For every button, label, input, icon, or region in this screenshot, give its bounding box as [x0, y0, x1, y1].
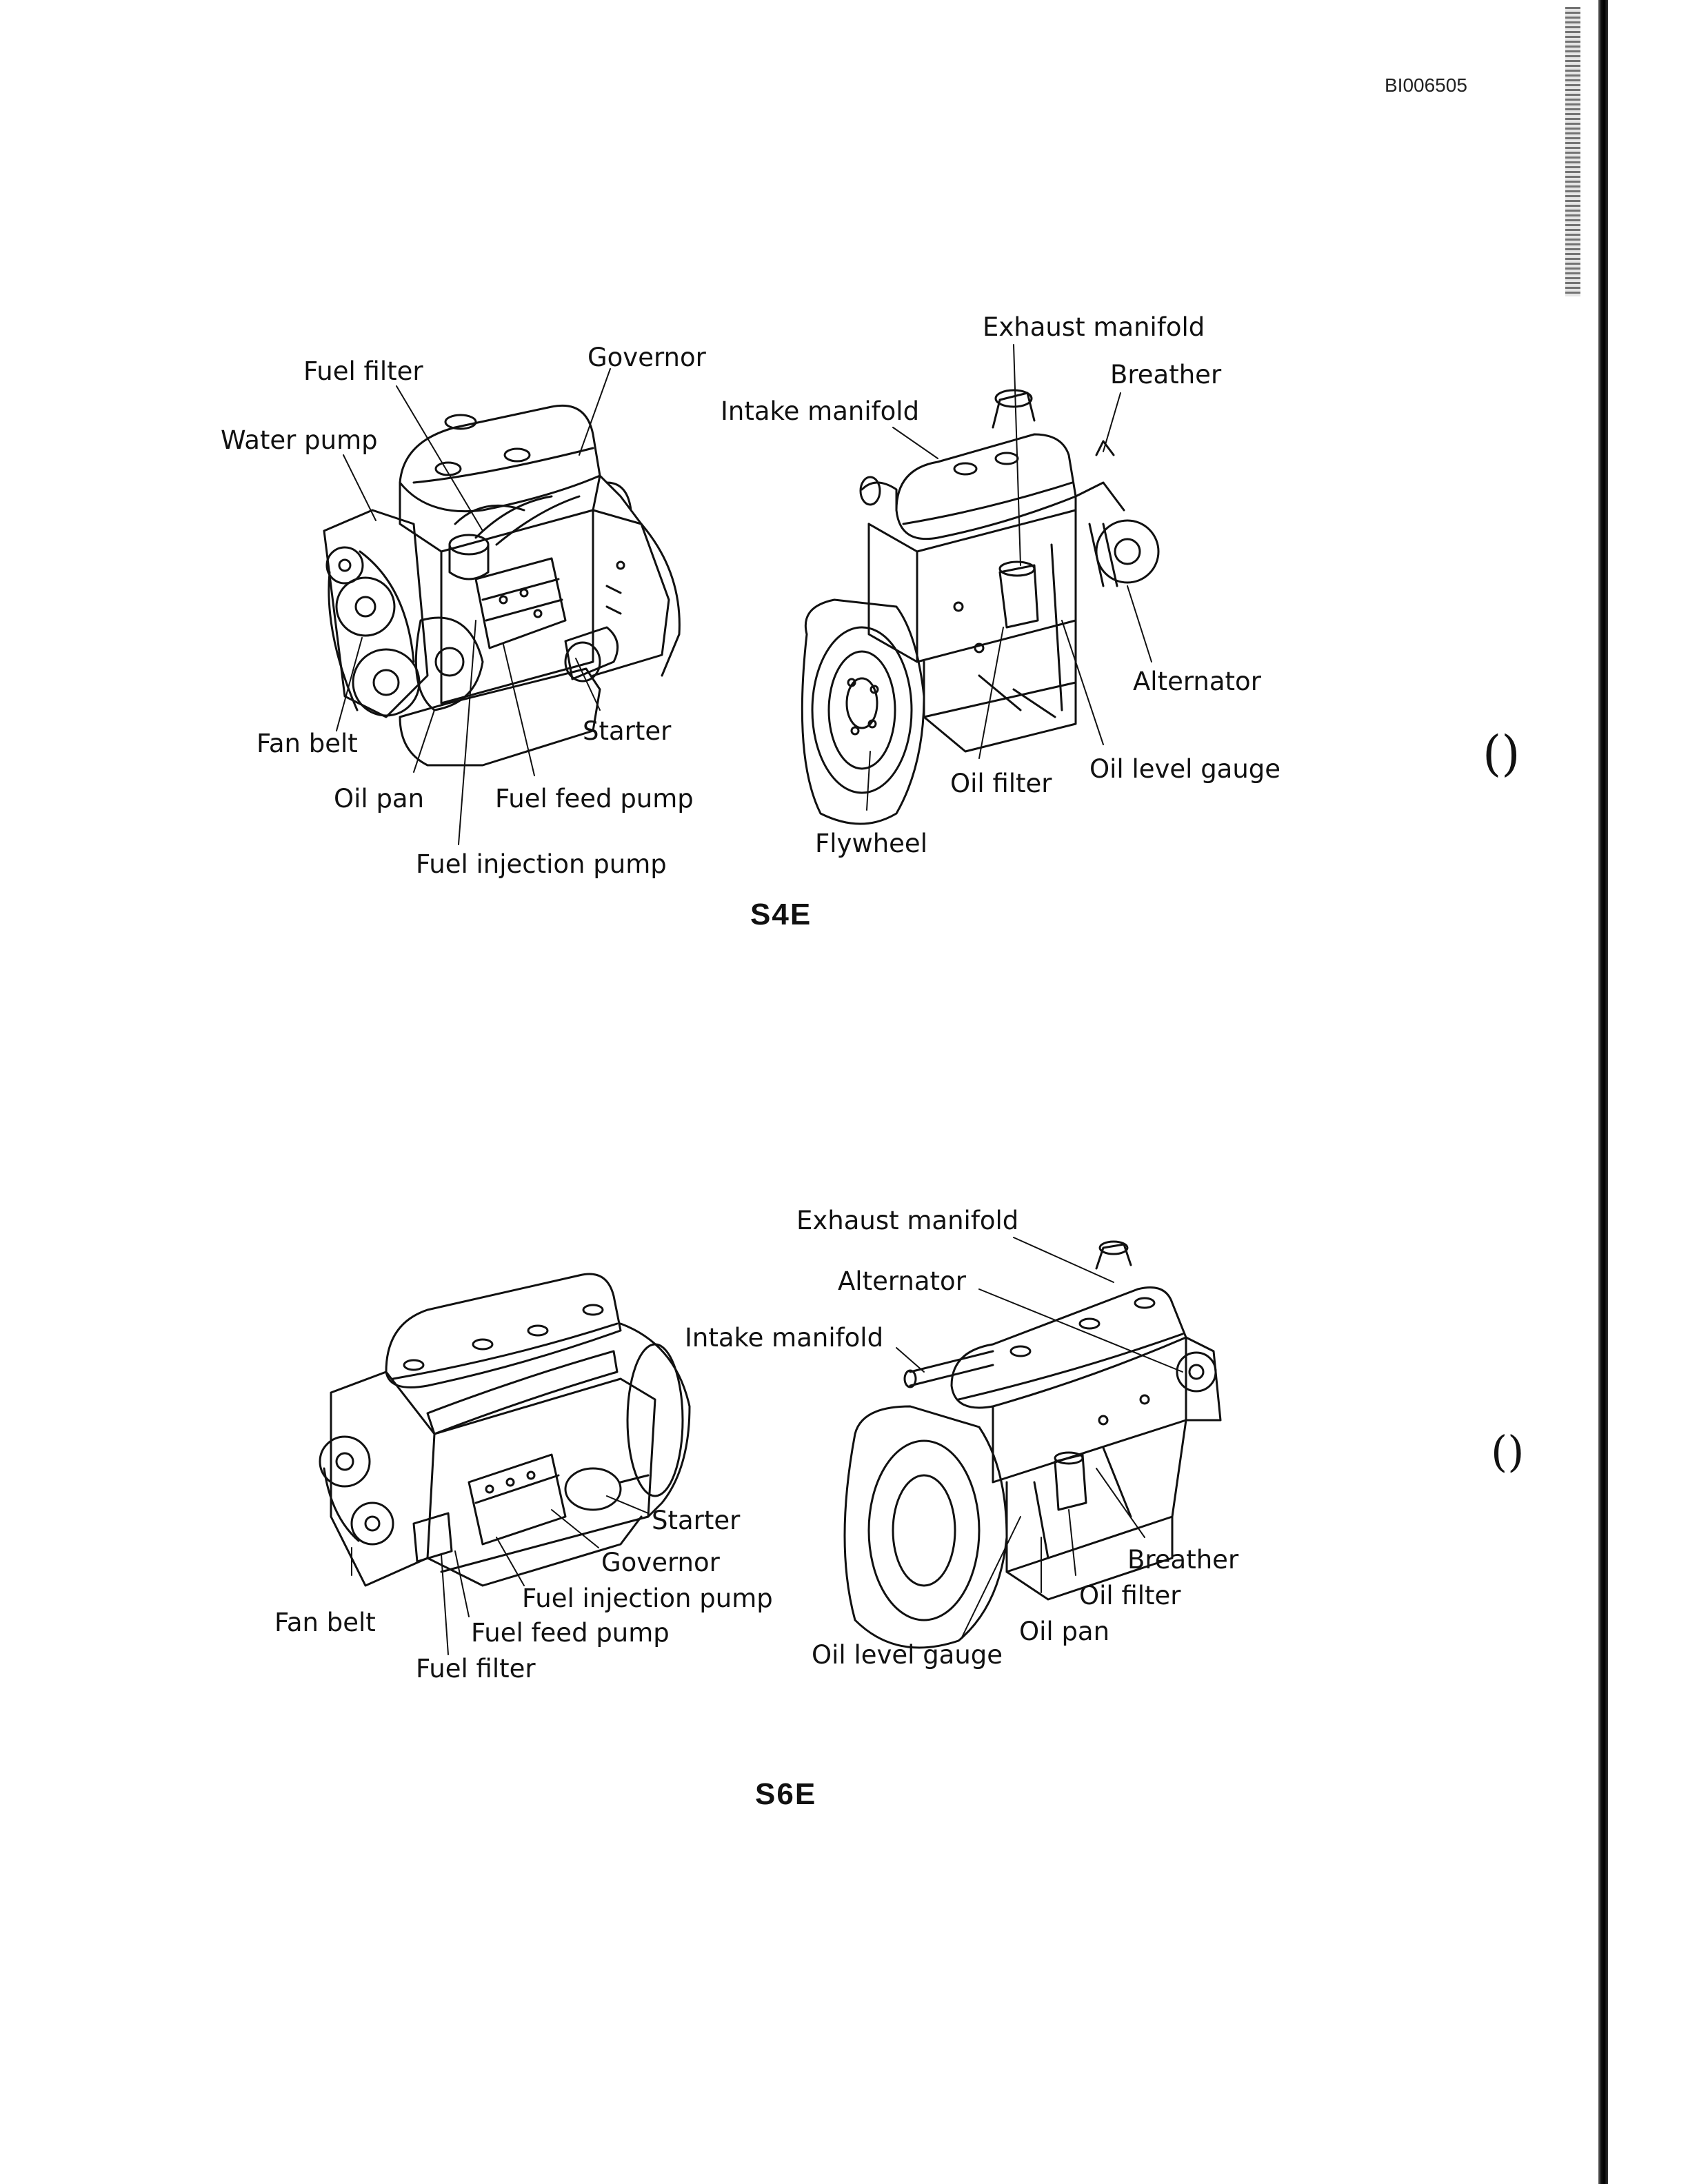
- punch-hole-mark-bottom: (): [1491, 1426, 1525, 1477]
- s6e-label-oil-level-gauge: Oil level gauge: [812, 1640, 1003, 1670]
- s4e-front-engine-drawing: [323, 404, 681, 767]
- s6e-label-breather: Breather: [1127, 1545, 1239, 1575]
- s4e-model-title: S4E: [750, 898, 812, 931]
- leader-lines: [336, 344, 1183, 1655]
- scan-edge-noise: [1565, 7, 1580, 296]
- s4e-label-exhaust-manifold: Exhaust manifold: [983, 312, 1205, 342]
- s4e-label-alternator: Alternator: [1133, 667, 1261, 696]
- s6e-front-engine-drawing: [319, 1273, 691, 1587]
- s4e-label-starter: Starter: [583, 716, 672, 746]
- s4e-label-flywheel: Flywheel: [815, 829, 927, 858]
- s6e-label-governor: Governor: [601, 1548, 720, 1577]
- punch-hole-mark-top: (): [1483, 725, 1520, 782]
- s6e-label-fuel-injection-pump: Fuel injection pump: [522, 1584, 773, 1613]
- s4e-label-water-pump: Water pump: [221, 425, 378, 455]
- s6e-label-exhaust-manifold: Exhaust manifold: [796, 1206, 1019, 1235]
- s6e-label-intake-manifold: Intake manifold: [685, 1323, 884, 1353]
- s6e-label-fan-belt: Fan belt: [274, 1608, 376, 1637]
- s6e-label-oil-pan: Oil pan: [1019, 1617, 1110, 1646]
- s6e-label-fuel-feed-pump: Fuel feed pump: [471, 1618, 670, 1648]
- scan-edge-shadow: [1598, 0, 1608, 2184]
- s4e-label-fuel-feed-pump: Fuel feed pump: [495, 784, 694, 813]
- s6e-label-alternator: Alternator: [838, 1266, 966, 1296]
- s4e-label-fuel-filter: Fuel filter: [303, 356, 423, 386]
- s6e-label-starter: Starter: [652, 1506, 741, 1535]
- s6e-model-title: S6E: [755, 1777, 817, 1811]
- s4e-label-oil-filter: Oil filter: [950, 769, 1052, 798]
- s4e-label-intake-manifold: Intake manifold: [721, 396, 920, 426]
- s6e-label-oil-filter: Oil filter: [1079, 1581, 1181, 1610]
- s4e-label-breather: Breather: [1110, 360, 1222, 390]
- document-id: BI006505: [1385, 74, 1467, 96]
- s4e-label-governor: Governor: [587, 343, 706, 372]
- s4e-label-fan-belt: Fan belt: [257, 729, 358, 758]
- s4e-label-oil-pan: Oil pan: [334, 784, 425, 813]
- s4e-label-fuel-injection-pump: Fuel injection pump: [416, 849, 667, 879]
- s6e-label-fuel-filter: Fuel filter: [416, 1654, 536, 1684]
- s6e-rear-engine-drawing: [843, 1240, 1222, 1649]
- s4e-label-oil-level-gauge: Oil level gauge: [1089, 754, 1281, 784]
